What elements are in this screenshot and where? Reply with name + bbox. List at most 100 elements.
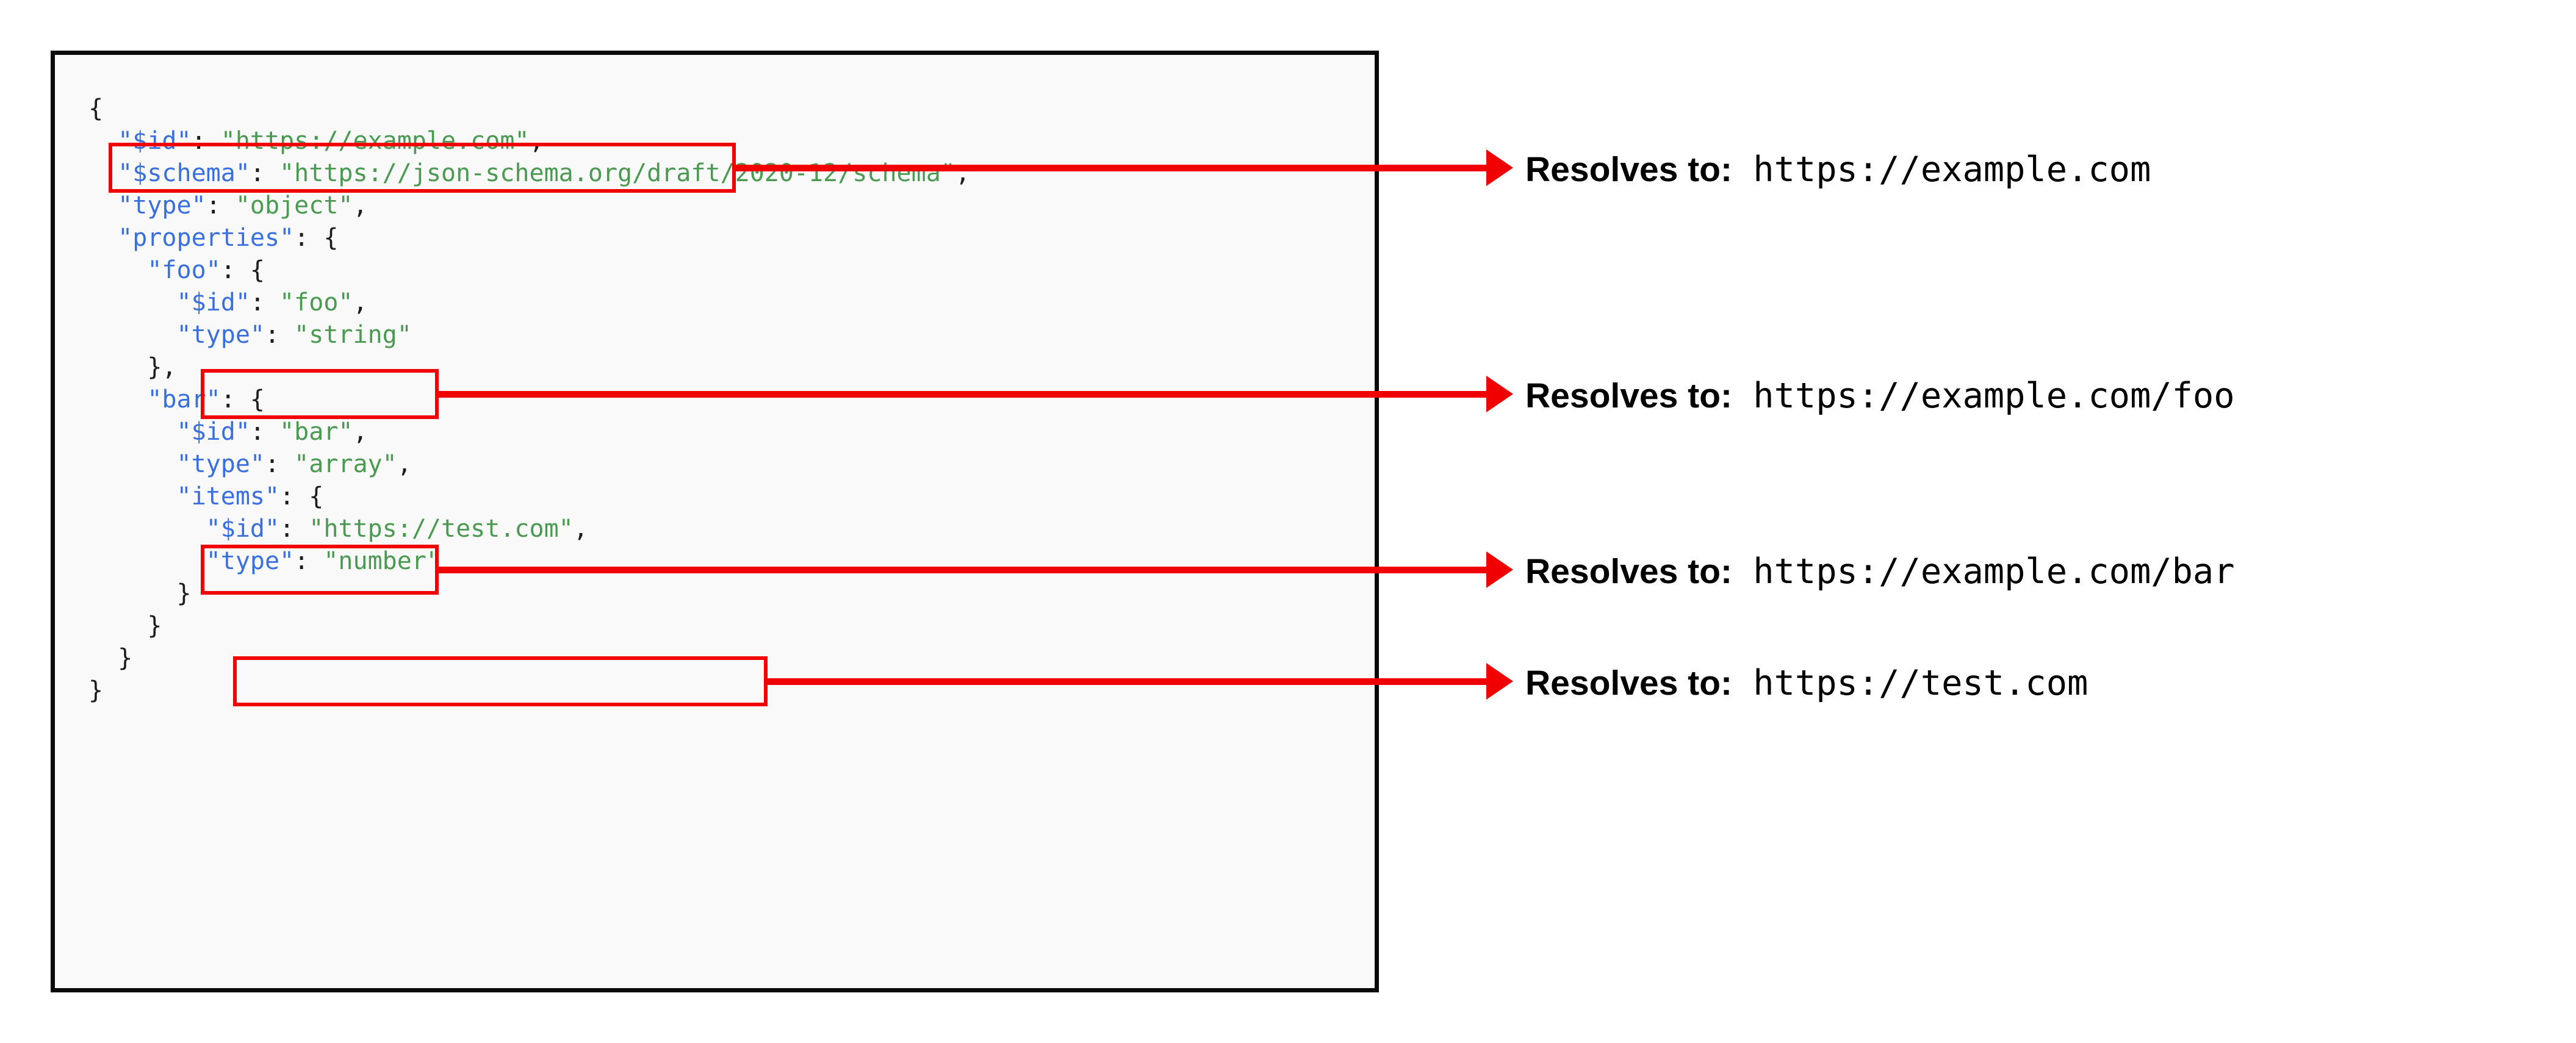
json-punctuation: , <box>353 289 368 317</box>
code-line: { <box>88 93 970 125</box>
code-indent <box>88 644 118 672</box>
json-value: "bar" <box>279 418 353 446</box>
json-key: "properties" <box>118 224 295 252</box>
resolves-to-label: Resolves to: <box>1525 150 1732 189</box>
code-line: "$id": "foo", <box>88 287 970 319</box>
json-punctuation: } <box>118 644 133 672</box>
resolved-uri: https://example.com/bar <box>1753 551 2235 592</box>
code-line: "type": "number" <box>88 545 970 578</box>
annotation-spacer <box>1732 149 1753 190</box>
json-punctuation: }, <box>147 353 177 381</box>
json-value: "https://json-schema.org/draft/2020-12/s… <box>279 159 955 187</box>
json-key: "type" <box>118 192 206 220</box>
arrow-line <box>736 165 1486 171</box>
arrow-head-icon <box>1486 376 1513 412</box>
json-value: "object" <box>235 192 353 220</box>
annotation-root: Resolves to: https://example.com <box>1525 152 2151 187</box>
json-punctuation: , <box>573 515 588 543</box>
code-indent <box>88 579 177 608</box>
code-line: } <box>88 675 970 707</box>
json-key: "$id" <box>176 289 250 317</box>
json-key: "$id" <box>118 127 192 155</box>
json-punctuation: : <box>279 515 309 543</box>
arrow-line <box>439 567 1486 573</box>
json-punctuation: , <box>397 450 412 478</box>
code-line: "bar": { <box>88 384 970 416</box>
json-value: "number" <box>323 547 441 575</box>
json-punctuation: : { <box>294 224 339 252</box>
json-punctuation: : <box>191 127 221 155</box>
arrow-head-icon <box>1486 551 1513 588</box>
annotation-spacer <box>1732 551 1753 592</box>
code-indent <box>88 612 147 640</box>
json-key: "$id" <box>206 515 280 543</box>
code-line: } <box>88 578 970 610</box>
json-value: "https://test.com" <box>309 515 574 543</box>
arrow-line <box>439 391 1486 398</box>
annotation-foo: Resolves to: https://example.com/foo <box>1525 379 2235 414</box>
json-punctuation: : { <box>220 385 265 414</box>
json-punctuation: : { <box>279 482 324 511</box>
json-punctuation: : <box>250 289 280 317</box>
json-punctuation: } <box>176 579 192 608</box>
code-indent <box>88 515 206 543</box>
code-indent <box>88 547 206 575</box>
code-indent <box>88 321 177 349</box>
json-punctuation: : <box>294 547 324 575</box>
resolved-uri: https://example.com/foo <box>1753 376 2235 416</box>
json-key: "type" <box>206 547 295 575</box>
code-line: "items": { <box>88 481 970 513</box>
json-key: "bar" <box>147 385 221 414</box>
json-punctuation: : <box>265 450 295 478</box>
json-key: "type" <box>176 321 265 349</box>
code-line: "$id": "https://test.com", <box>88 513 970 545</box>
code-line: "type": "array", <box>88 448 970 481</box>
json-punctuation: , <box>353 418 368 446</box>
json-punctuation: : <box>206 192 236 220</box>
json-key: "type" <box>176 450 265 478</box>
code-indent <box>88 159 118 187</box>
annotation-items: Resolves to: https://test.com <box>1525 666 2088 701</box>
code-line: "$id": "bar", <box>88 416 970 448</box>
json-code-block: { "$id": "https://example.com", "$schema… <box>88 93 970 707</box>
code-line: "foo": { <box>88 254 970 287</box>
code-line: "type": "object", <box>88 190 970 222</box>
code-line: "$id": "https://example.com", <box>88 125 970 157</box>
json-value: "foo" <box>279 289 353 317</box>
arrow-head-icon <box>1486 149 1513 186</box>
annotation-spacer <box>1732 663 1753 703</box>
code-indent <box>88 256 147 284</box>
json-value: "array" <box>294 450 397 478</box>
resolved-uri: https://example.com <box>1753 149 2151 190</box>
code-indent <box>88 385 147 414</box>
json-punctuation: : <box>250 159 280 187</box>
code-line: "properties": { <box>88 222 970 254</box>
code-indent <box>88 224 118 252</box>
json-key: "items" <box>176 482 280 511</box>
json-punctuation: : <box>265 321 295 349</box>
code-line: } <box>88 642 970 675</box>
json-punctuation: : <box>250 418 280 446</box>
json-punctuation: , <box>955 159 970 187</box>
annotation-bar: Resolves to: https://example.com/bar <box>1525 554 2235 589</box>
json-punctuation: } <box>88 676 104 704</box>
resolved-uri: https://test.com <box>1753 663 2089 703</box>
code-indent <box>88 418 177 446</box>
json-punctuation: : { <box>220 256 265 284</box>
json-punctuation: , <box>529 127 544 155</box>
json-value: "string" <box>294 321 412 349</box>
json-key: "$id" <box>176 418 250 446</box>
resolves-to-label: Resolves to: <box>1525 376 1732 415</box>
code-indent <box>88 353 147 381</box>
code-indent <box>88 192 118 220</box>
json-schema-code-panel: { "$id": "https://example.com", "$schema… <box>51 51 1379 992</box>
code-line: } <box>88 610 970 642</box>
json-value: "https://example.com" <box>220 127 530 155</box>
json-punctuation: , <box>353 192 368 220</box>
code-line: "$schema": "https://json-schema.org/draf… <box>88 157 970 190</box>
json-punctuation: { <box>88 95 104 123</box>
resolves-to-label: Resolves to: <box>1525 552 1732 591</box>
arrow-line <box>768 678 1486 685</box>
json-punctuation: } <box>147 612 162 640</box>
